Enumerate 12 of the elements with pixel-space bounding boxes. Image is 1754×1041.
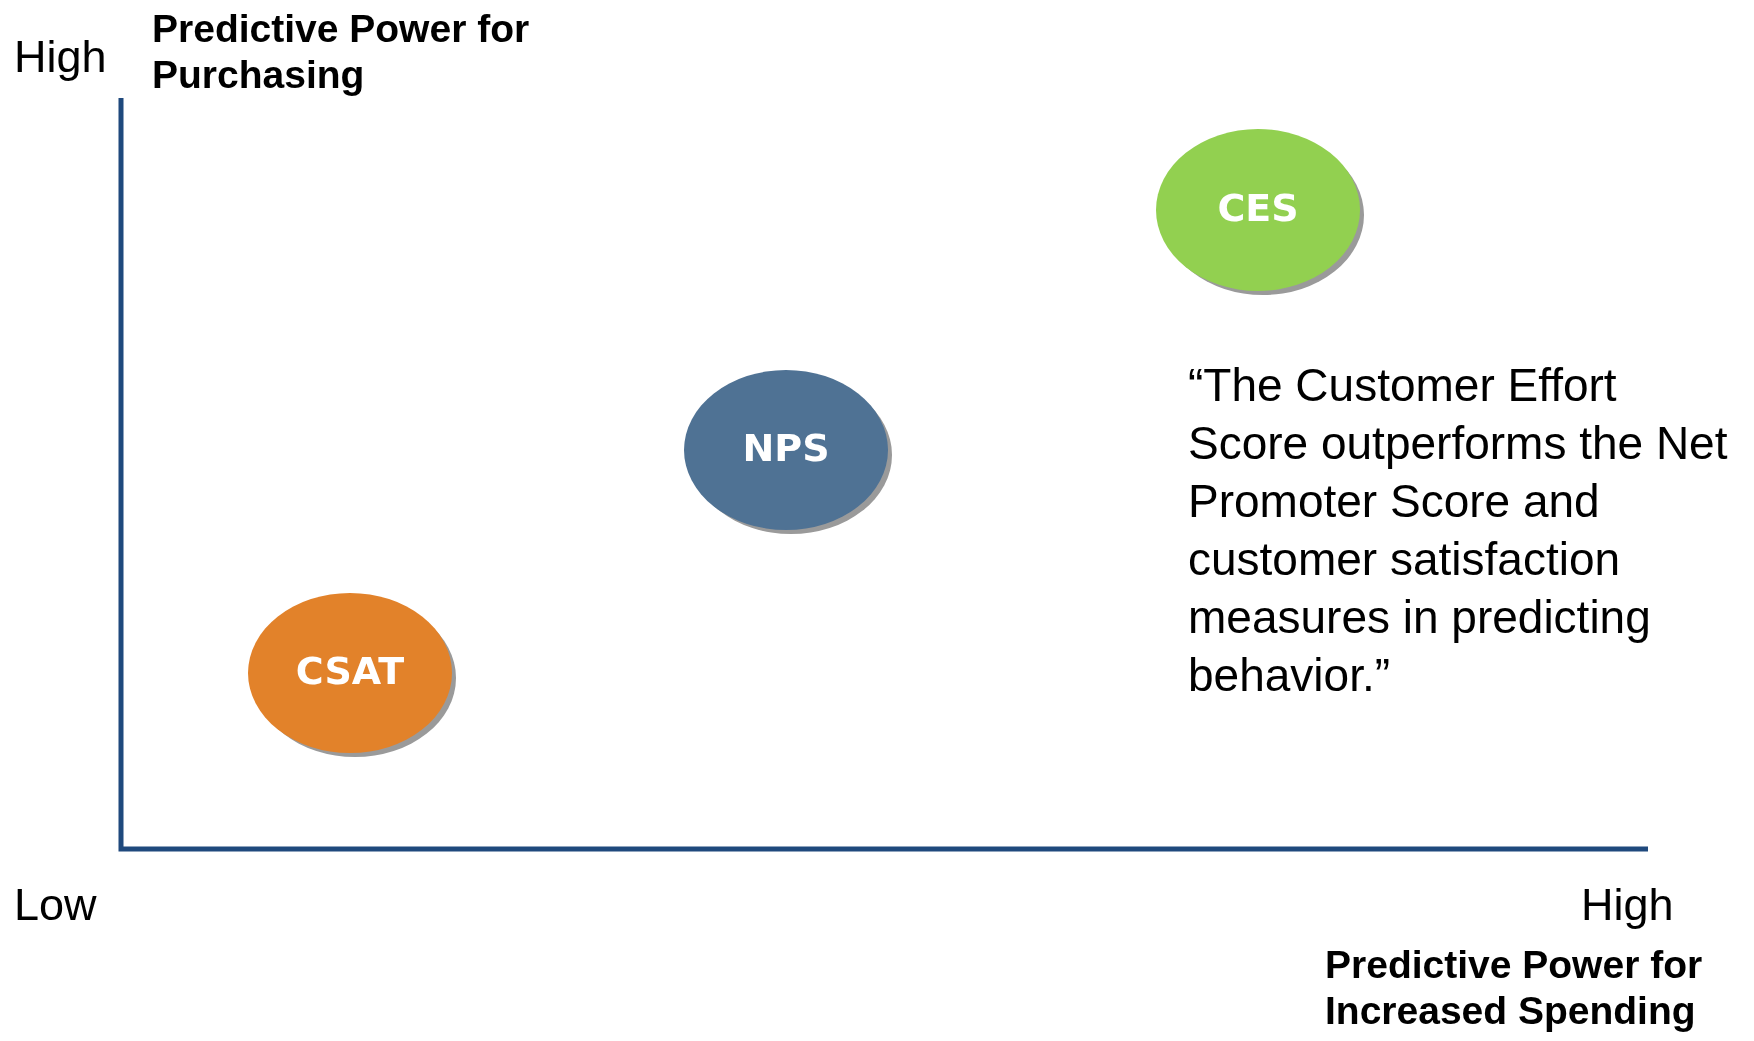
axis-title: Predictive Power for Purchasing: [152, 6, 531, 98]
metric-label: CSAT: [294, 649, 406, 693]
axis-value-label: High: [14, 30, 107, 83]
axis-title: Predictive Power for Increased Spending: [1325, 942, 1704, 1034]
axis-value-label: Low: [14, 878, 97, 931]
quote-text: “The Customer Effort Score outperforms the Net Promoter Score and customer satisfaction measures in predicting behavior.”: [1188, 358, 1728, 703]
metric-label: NPS: [741, 426, 831, 470]
axis-value-label: High: [1581, 878, 1674, 931]
metric-label: CES: [1216, 186, 1300, 230]
metric-ellipse: [684, 370, 894, 536]
metric-ellipse: [248, 593, 458, 759]
metric-ellipse: [1156, 129, 1366, 297]
